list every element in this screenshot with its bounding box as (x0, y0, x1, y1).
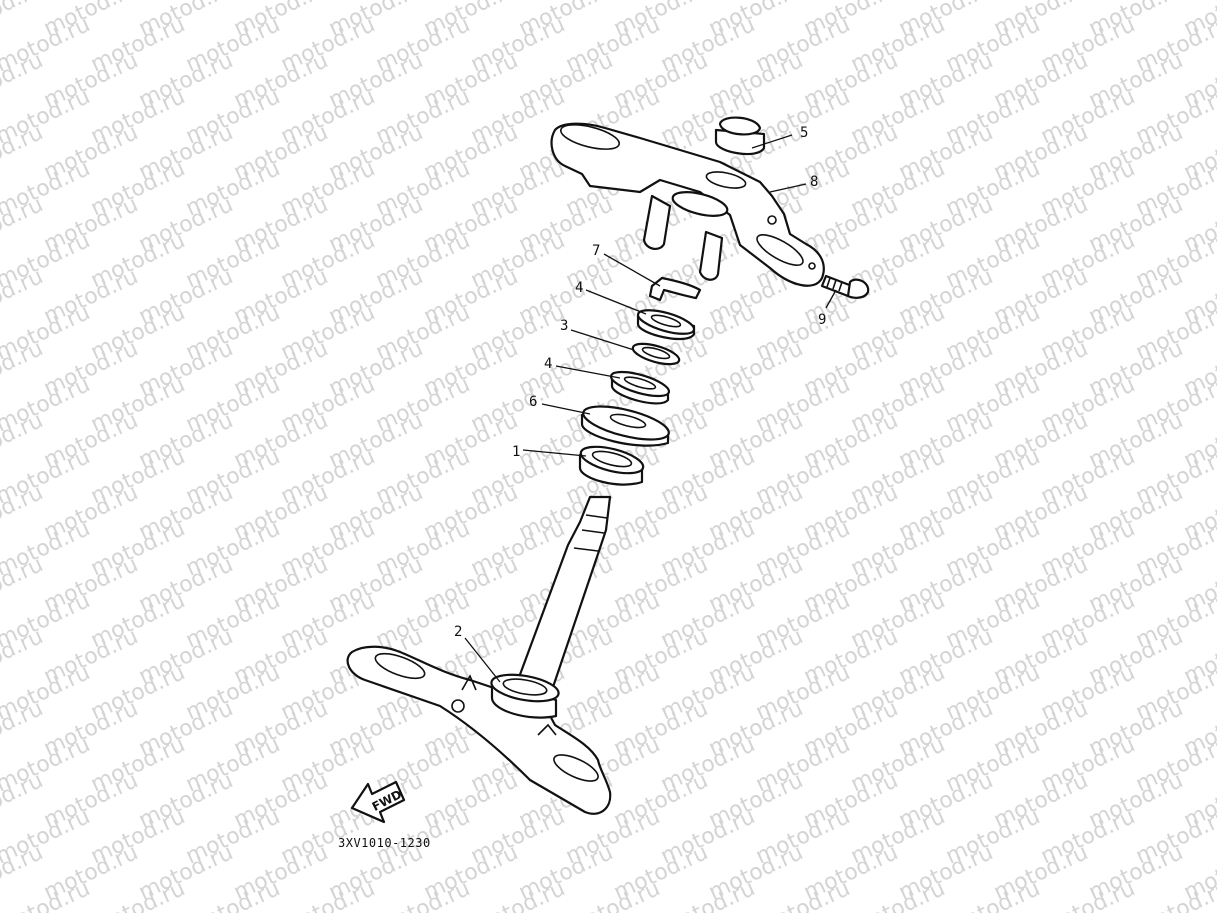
stem-nut (714, 116, 766, 156)
callout-labels: 1 2 3 4 4 5 6 7 8 9 (454, 125, 826, 640)
callout-9: 9 (818, 312, 826, 328)
ring-nut-upper (636, 309, 696, 341)
leader-lines (464, 134, 837, 683)
lock-washer (631, 342, 681, 366)
tab-washer (648, 276, 702, 302)
bearing-cover (580, 405, 670, 447)
lower-bearing (490, 673, 560, 719)
callout-7: 7 (592, 243, 600, 259)
callout-4a: 4 (575, 280, 583, 296)
diagram-code: 3XV1010-1230 (338, 836, 431, 850)
callout-5: 5 (800, 125, 808, 141)
callout-6: 6 (529, 394, 537, 410)
callout-4b: 4 (544, 356, 552, 372)
lower-bracket (346, 645, 612, 815)
callout-1: 1 (512, 444, 520, 460)
pinch-bolt (820, 274, 870, 299)
callout-8: 8 (810, 174, 818, 190)
callout-3: 3 (560, 318, 568, 334)
ring-nut-lower (609, 370, 671, 405)
upper-bracket (550, 122, 825, 287)
callout-2: 2 (454, 624, 462, 640)
upper-bearing (578, 445, 645, 486)
